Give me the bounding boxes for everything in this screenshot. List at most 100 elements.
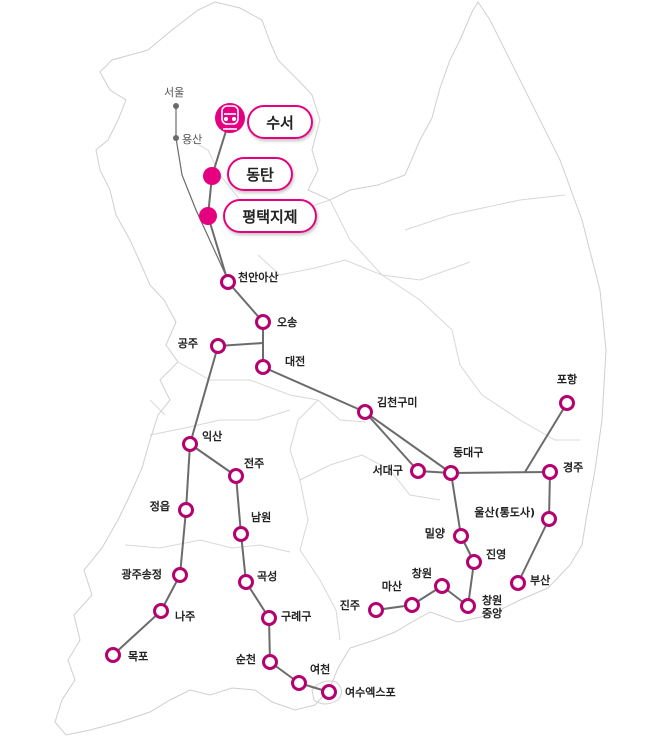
- station-marker[interactable]: [410, 463, 426, 479]
- station-label: 진주: [340, 598, 360, 612]
- station-marker[interactable]: [291, 675, 307, 691]
- station-label: 천안아산: [238, 270, 278, 284]
- station-naju[interactable]: 나주: [153, 603, 196, 624]
- station-marker[interactable]: [321, 684, 337, 700]
- pyeongtaek-marker[interactable]: [199, 207, 217, 225]
- station-label: 나주: [175, 609, 195, 623]
- station-dongdaegu[interactable]: 동대구: [443, 445, 484, 481]
- station-marker[interactable]: [261, 610, 277, 626]
- dongtan-pill[interactable]: [227, 157, 293, 191]
- island-outline: [311, 680, 342, 705]
- station-label: 광주송정: [122, 567, 162, 581]
- station-label: 밀양: [425, 526, 445, 540]
- province-borders: [124, 139, 580, 641]
- station-label: 동대구: [453, 445, 483, 459]
- station-marker[interactable]: [453, 528, 469, 544]
- ref-label-seoul: 서울: [164, 86, 184, 99]
- station-marker[interactable]: [460, 598, 476, 614]
- station-marker[interactable]: [541, 511, 557, 527]
- station-label: 대전: [285, 354, 305, 368]
- station-label: 여천: [310, 662, 330, 676]
- station-marker[interactable]: [172, 567, 188, 583]
- station-jinyeong[interactable]: 진영: [466, 547, 507, 570]
- station-marker[interactable]: [434, 578, 450, 594]
- station-gimcheon[interactable]: 김천구미: [357, 395, 418, 420]
- station-miryang[interactable]: 밀양: [425, 526, 469, 544]
- station-marker[interactable]: [238, 574, 254, 590]
- station-ulsan[interactable]: 울산(통도사): [474, 505, 557, 527]
- station-marker[interactable]: [357, 404, 373, 420]
- station-marker[interactable]: [233, 526, 249, 542]
- station-marker[interactable]: [542, 464, 558, 480]
- station-pohang[interactable]: 포항: [557, 372, 577, 411]
- station-yeosu[interactable]: 여수엑스포: [321, 684, 396, 700]
- station-label: 공주: [178, 337, 198, 350]
- suseo-pill[interactable]: [247, 105, 313, 139]
- station-jeongeup[interactable]: 정읍: [150, 499, 194, 518]
- station-label: 순천: [236, 652, 256, 666]
- station-label: 부산: [530, 573, 550, 587]
- station-gurye[interactable]: 구례구: [261, 609, 312, 626]
- station-jeonju[interactable]: 전주: [228, 456, 265, 484]
- srt-stations: 수서 동탄 평택지제: [199, 103, 317, 233]
- station-label: 남원: [251, 510, 271, 524]
- station-label: 곡성: [257, 569, 277, 583]
- land-outline: [54, 1, 607, 736]
- dongtan-label: 동탄: [246, 166, 274, 184]
- station-iksan[interactable]: 익산: [182, 429, 223, 452]
- train-icon: [221, 105, 239, 130]
- station-marker[interactable]: [404, 597, 420, 613]
- station-cheonan[interactable]: 천안아산: [220, 270, 279, 290]
- station-marker[interactable]: [153, 603, 169, 619]
- station-busan[interactable]: 부산: [510, 573, 551, 591]
- station-marker[interactable]: [368, 602, 384, 618]
- station-namwon[interactable]: 남원: [233, 510, 272, 542]
- station-marker[interactable]: [105, 647, 121, 663]
- station-masan[interactable]: 마산: [382, 579, 420, 613]
- station-label: 구례구: [281, 609, 311, 623]
- reference-stations: 서울 용산: [164, 86, 202, 146]
- station-marker[interactable]: [210, 338, 226, 354]
- station-label: 서대구: [373, 463, 403, 477]
- station-label: 진영: [486, 547, 506, 561]
- station-gokseong[interactable]: 곡성: [238, 569, 278, 590]
- station-marker[interactable]: [178, 502, 194, 518]
- station-marker[interactable]: [228, 468, 244, 484]
- station-seodaegu[interactable]: 서대구: [373, 463, 426, 479]
- station-gwangju[interactable]: 광주송정: [122, 567, 188, 583]
- station-marker[interactable]: [255, 359, 271, 375]
- station-suncheon[interactable]: 순천: [236, 652, 278, 670]
- station-label: 전주: [244, 456, 264, 470]
- station-marker[interactable]: [220, 274, 236, 290]
- station-gongju[interactable]: 공주: [178, 337, 226, 354]
- station-marker[interactable]: [262, 654, 278, 670]
- station-marker[interactable]: [510, 575, 526, 591]
- station-label: 경주: [563, 460, 583, 474]
- pyeongtaek-label: 평택지제: [242, 208, 297, 226]
- station-yeocheon[interactable]: 여천: [291, 662, 331, 691]
- station-gyeongju[interactable]: 경주: [542, 460, 584, 480]
- station-marker[interactable]: [255, 314, 271, 330]
- station-jinju[interactable]: 진주: [340, 598, 384, 618]
- station-daejeon[interactable]: 대전: [255, 354, 306, 375]
- station-label: 정읍: [150, 499, 170, 513]
- station-label: 울산(통도사): [474, 505, 535, 519]
- station-label: 여수엑스포: [345, 685, 396, 699]
- station-label: 포항: [557, 372, 577, 386]
- pyeongtaek-pill[interactable]: [223, 199, 317, 233]
- station-marker[interactable]: [559, 395, 575, 411]
- station-osong[interactable]: 오송: [255, 314, 298, 330]
- station-marker[interactable]: [443, 465, 459, 481]
- station-changwon[interactable]: 창원: [412, 566, 450, 594]
- station-label: 창원: [412, 566, 432, 580]
- ref-label-yongsan: 용산: [182, 133, 202, 146]
- station-marker[interactable]: [182, 436, 198, 452]
- station-mokpo[interactable]: 목포: [105, 647, 149, 664]
- suseo-label: 수서: [266, 114, 294, 132]
- dongtan-marker[interactable]: [203, 167, 221, 185]
- station-label: 목포: [128, 650, 148, 663]
- station-marker[interactable]: [466, 554, 482, 570]
